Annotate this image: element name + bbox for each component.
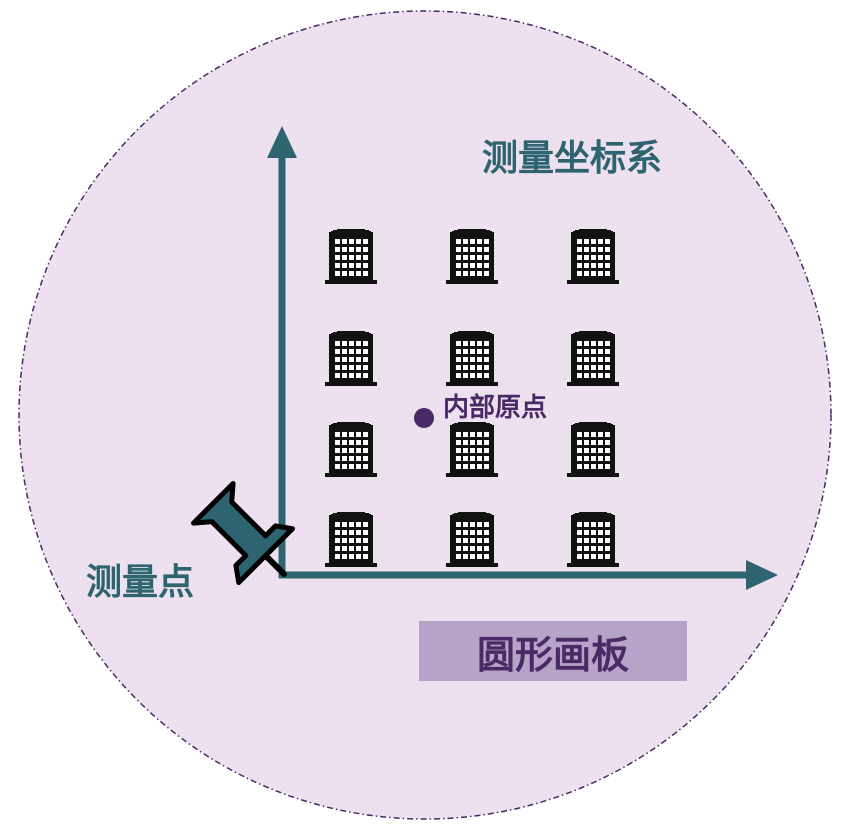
coordinate-axes (267, 126, 778, 590)
board-label: 圆形画板 (419, 621, 687, 681)
building-icon (567, 229, 619, 284)
x-axis-arrow-icon (746, 560, 778, 590)
building-icon (567, 422, 619, 477)
building-icon (446, 512, 498, 567)
building-icon (446, 331, 498, 386)
building-icon (325, 331, 377, 386)
internal-origin-dot (414, 408, 434, 428)
building-icon (325, 512, 377, 567)
pushpin-icon (190, 480, 295, 585)
building-icon (567, 512, 619, 567)
building-icon (446, 422, 498, 477)
building-icon (325, 422, 377, 477)
building-icon (446, 229, 498, 284)
internal-origin-label: 内部原点 (443, 393, 548, 423)
survey-point-label: 测量点 (86, 562, 195, 603)
y-axis-arrow-icon (267, 126, 297, 158)
building-icon (325, 229, 377, 284)
coordinate-system-label: 测量坐标系 (482, 138, 663, 179)
building-icon (567, 331, 619, 386)
